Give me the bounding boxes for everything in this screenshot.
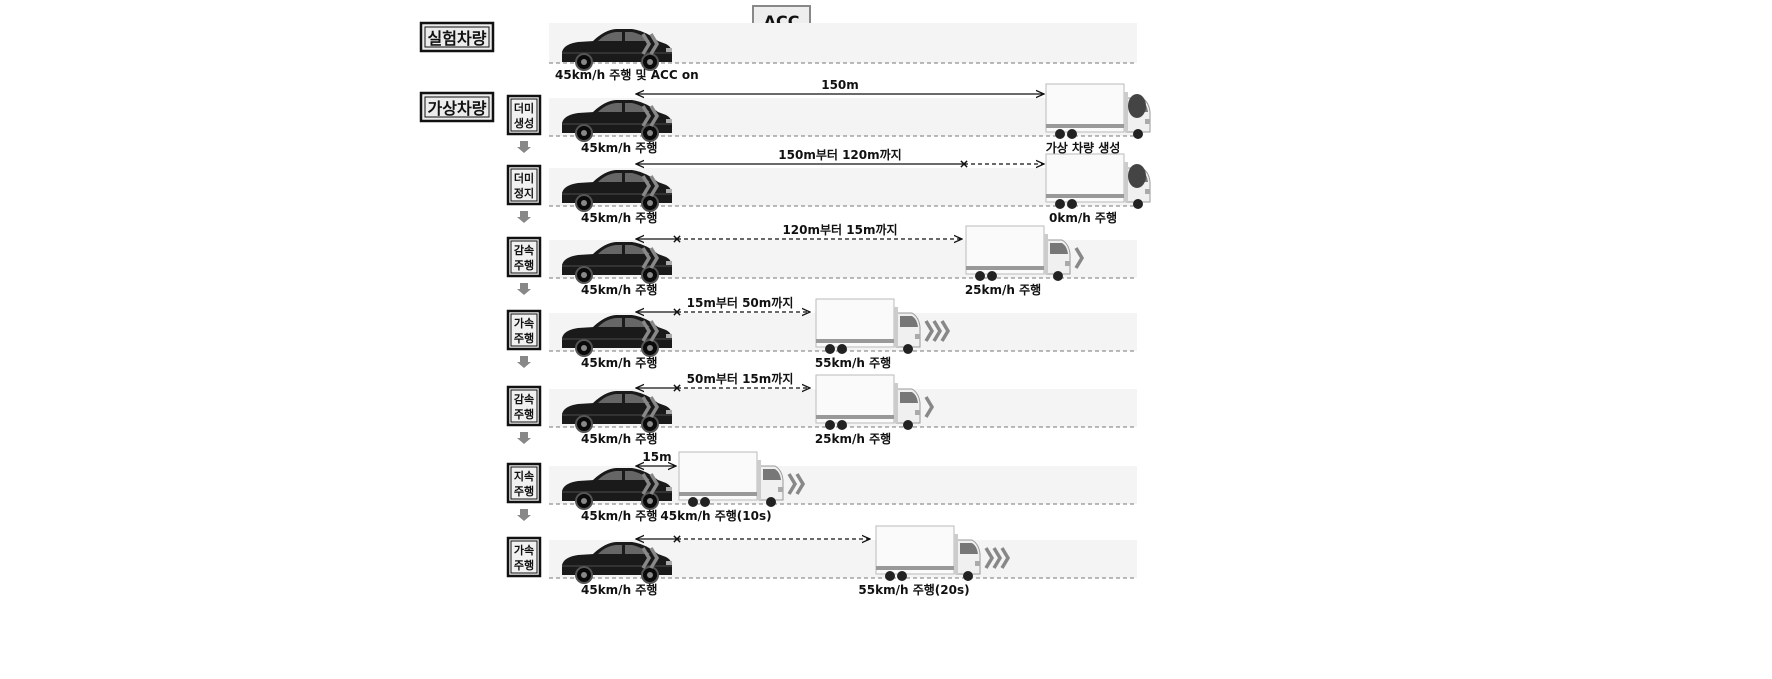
ego-speed-label: 45km/h 주행 및 ACC on bbox=[555, 67, 699, 82]
truck-chevron-icon bbox=[787, 473, 806, 495]
step-label-line2: 주행 bbox=[514, 558, 534, 572]
step-label-inner bbox=[510, 313, 538, 347]
step-label-box bbox=[506, 385, 542, 427]
step-label-inner bbox=[510, 168, 538, 202]
section-label-ego-text: 실험차량 bbox=[428, 29, 487, 48]
car-speed-label: 45km/h 주행 bbox=[581, 508, 657, 523]
step-label-line1: 지속 bbox=[514, 469, 534, 483]
step-label-box bbox=[506, 536, 542, 578]
step-down-arrow-icon bbox=[517, 509, 531, 521]
step-down-arrow-icon bbox=[517, 141, 531, 153]
truck-speed-label: 가상 차량 생성 bbox=[1046, 140, 1121, 155]
virtual-truck-icon bbox=[965, 225, 1071, 282]
section-label-ego: 실험차량 bbox=[419, 21, 495, 53]
truck-chevron-icon bbox=[924, 396, 935, 418]
ego-chevron-icon bbox=[641, 547, 660, 569]
ego-chevron-icon bbox=[641, 320, 660, 342]
section-label-virtual: 가상차량 bbox=[419, 91, 495, 123]
truck-speed-label: 45km/h 주행(10s) bbox=[660, 508, 771, 523]
obstacle-icon bbox=[1128, 164, 1146, 188]
step-label-box bbox=[506, 164, 542, 206]
step-down-arrow-icon bbox=[517, 211, 531, 223]
distance-label: 120m부터 15m까지 bbox=[782, 222, 897, 237]
step-label-inner bbox=[510, 389, 538, 423]
step-label-box bbox=[506, 94, 542, 136]
step-label-line2: 주행 bbox=[514, 258, 534, 272]
car-speed-label: 45km/h 주행 bbox=[581, 140, 657, 155]
step-label-line2: 생성 bbox=[514, 116, 534, 130]
truck-speed-label: 25km/h 주행 bbox=[965, 282, 1041, 297]
step-down-arrow-icon bbox=[517, 356, 531, 368]
ego-chevron-icon bbox=[641, 33, 660, 55]
truck-chevron-icon bbox=[1074, 247, 1085, 269]
virtual-truck-icon bbox=[875, 525, 981, 582]
truck-speed-label: 0km/h 주행 bbox=[1049, 210, 1117, 225]
step-label-inner bbox=[510, 240, 538, 274]
step-label-line2: 주행 bbox=[514, 484, 534, 498]
virtual-truck-icon bbox=[815, 298, 921, 355]
step-label-line1: 더미 bbox=[514, 171, 534, 185]
car-speed-label: 45km/h 주행 bbox=[581, 210, 657, 225]
step-label-box bbox=[506, 309, 542, 351]
ego-row: 45km/h 주행 및 ACC on bbox=[549, 23, 1137, 82]
car-speed-label: 45km/h 주행 bbox=[581, 355, 657, 370]
step-label-inner bbox=[510, 466, 538, 500]
distance-label: 50m부터 15m까지 bbox=[687, 371, 794, 386]
step-label-line1: 더미 bbox=[514, 101, 534, 115]
virtual-truck-icon bbox=[815, 374, 921, 431]
distance-label: 15m bbox=[642, 450, 671, 464]
ego-chevron-icon bbox=[641, 105, 660, 127]
distance-label: 15m부터 50m까지 bbox=[687, 295, 794, 310]
ego-chevron-icon bbox=[641, 175, 660, 197]
car-speed-label: 45km/h 주행 bbox=[581, 582, 657, 597]
step-label-box bbox=[506, 236, 542, 278]
step-down-arrow-icon bbox=[517, 283, 531, 295]
car-speed-label: 45km/h 주행 bbox=[581, 282, 657, 297]
step-label-line2: 정지 bbox=[514, 186, 534, 200]
car-speed-label: 45km/h 주행 bbox=[581, 431, 657, 446]
truck-chevron-icon bbox=[984, 547, 1011, 569]
truck-speed-label: 25km/h 주행 bbox=[815, 431, 891, 446]
step-label-line2: 주행 bbox=[514, 331, 534, 345]
truck-chevron-icon bbox=[924, 320, 951, 342]
ego-chevron-icon bbox=[641, 247, 660, 269]
obstacle-icon bbox=[1128, 94, 1146, 118]
ego-chevron-icon bbox=[641, 396, 660, 418]
virtual-truck-icon bbox=[678, 451, 784, 508]
truck-speed-label: 55km/h 주행 bbox=[815, 355, 891, 370]
step-label-inner bbox=[510, 98, 538, 132]
step-down-arrow-icon bbox=[517, 432, 531, 444]
ego-chevron-icon bbox=[641, 473, 660, 495]
step-label-inner bbox=[510, 540, 538, 574]
step-label-line2: 주행 bbox=[514, 407, 534, 421]
distance-label: 150m부터 120m까지 bbox=[778, 147, 901, 162]
step-label-line1: 가속 bbox=[514, 316, 534, 330]
section-label-virtual-text: 가상차량 bbox=[428, 99, 487, 118]
truck-speed-label: 55km/h 주행(20s) bbox=[858, 582, 969, 597]
step-label-line1: 가속 bbox=[514, 543, 534, 557]
distance-label: 150m bbox=[821, 78, 859, 92]
step-label-box bbox=[506, 462, 542, 504]
step-label-line1: 감속 bbox=[514, 392, 534, 406]
step-label-line1: 감속 bbox=[514, 243, 534, 257]
